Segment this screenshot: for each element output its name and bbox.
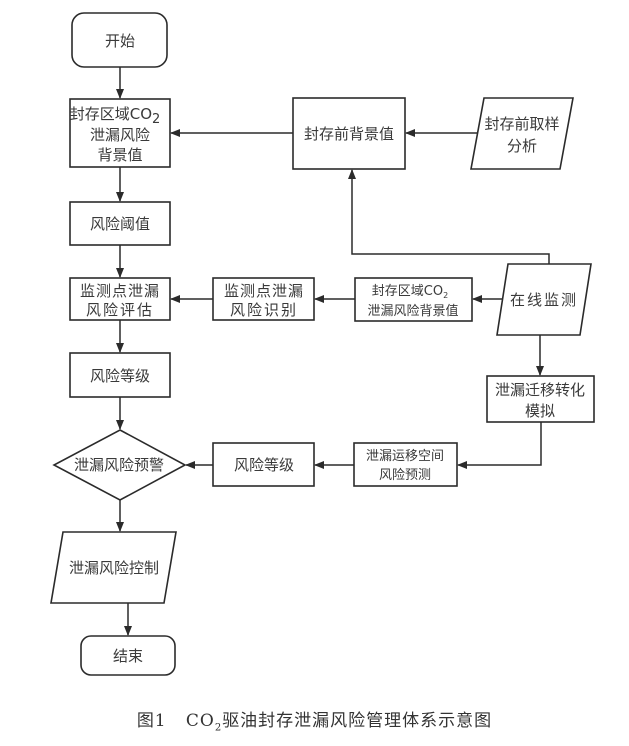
leak-control-parallelogram	[50, 531, 177, 604]
node-online-monitoring: 在线监测	[496, 263, 592, 336]
region-background-box	[69, 98, 171, 168]
risk-level-left-box	[69, 352, 171, 398]
pre-storage-background-label: 封存前背景值	[304, 125, 394, 143]
node-migration-simulation: 泄漏迁移转化 模拟	[486, 375, 595, 423]
migration-simulation-line-2: 模拟	[525, 402, 555, 420]
node-risk-level-middle: 风险等级	[212, 442, 315, 487]
region-background-line-2: 泄漏风险	[90, 126, 150, 144]
risk-assessment-line-2: 风险评估	[86, 301, 154, 319]
migration-simulation-line-1: 泄漏迁移转化	[495, 381, 585, 399]
risk-level-left-label: 风险等级	[90, 367, 150, 385]
pre-storage-sampling-line-2: 分析	[507, 137, 537, 155]
spatial-risk-prediction-line-1: 泄漏运移空间	[366, 448, 444, 464]
region-background-2-line-2: 泄漏风险背景值	[367, 303, 458, 319]
node-pre-storage-background: 封存前背景值	[292, 97, 406, 170]
spatial-risk-prediction-line-2: 风险预测	[379, 468, 431, 483]
node-leak-warning: 泄漏风险预警	[52, 429, 187, 501]
caption-text: 驱油封存泄漏风险管理体系示意图	[222, 711, 493, 731]
caption-co: CO	[185, 711, 215, 731]
caption-prefix: 图1	[136, 711, 167, 731]
risk-identification-box	[212, 277, 315, 321]
risk-assessment-line-1: 监测点泄漏	[80, 282, 160, 300]
risk-identification-line-2: 风险识别	[230, 301, 298, 319]
node-end: 结束	[80, 635, 176, 676]
online-monitoring-label: 在线监测	[510, 291, 578, 309]
edge-sim-to-predict	[457, 422, 542, 469]
leak-warning-diamond	[52, 429, 187, 501]
risk-threshold-box	[69, 201, 171, 246]
pre-storage-sampling-line-1: 封存前取样	[484, 115, 559, 133]
figure-caption: 图1 CO2驱油封存泄漏风险管理体系示意图	[0, 706, 629, 733]
risk-identification-line-1: 监测点泄漏	[224, 282, 304, 300]
edge-online-to-pre-bg	[348, 169, 550, 264]
region-background-line-3: 背景值	[97, 146, 142, 164]
node-start: 开始	[71, 12, 168, 68]
node-risk-level-left: 风险等级	[69, 352, 171, 398]
node-risk-threshold: 风险阈值	[69, 201, 171, 246]
online-monitoring-parallelogram	[496, 263, 592, 336]
caption-subscript: 2	[214, 722, 223, 734]
pre-storage-sampling-parallelogram	[470, 97, 574, 170]
leak-warning-label: 泄漏风险预警	[74, 456, 164, 474]
node-region-background: 封存区域CO2 泄漏风险 背景值	[69, 98, 171, 168]
node-leak-control: 泄漏风险控制	[50, 531, 177, 604]
region-background-line-1: 封存区域CO2	[70, 105, 161, 127]
region-background-2-line-1: 封存区域CO2	[372, 284, 448, 300]
spatial-risk-prediction-box	[353, 442, 458, 487]
start-label: 开始	[105, 32, 135, 50]
risk-level-middle-label: 风险等级	[234, 456, 294, 474]
node-region-background-2: 封存区域CO2 泄漏风险背景值	[354, 277, 473, 322]
node-risk-assessment: 监测点泄漏 风险评估	[69, 277, 171, 321]
start-terminator	[71, 12, 168, 68]
migration-simulation-box	[486, 375, 595, 423]
edges	[116, 67, 550, 636]
risk-level-middle-box	[212, 442, 315, 487]
region-background-2-box	[354, 277, 473, 322]
end-label: 结束	[113, 647, 143, 665]
pre-storage-background-box	[292, 97, 406, 170]
end-terminator	[80, 635, 176, 676]
node-risk-identification: 监测点泄漏 风险识别	[212, 277, 315, 321]
leak-control-label: 泄漏风险控制	[69, 559, 159, 577]
node-pre-storage-sampling: 封存前取样 分析	[470, 97, 574, 170]
node-spatial-risk-prediction: 泄漏运移空间 风险预测	[353, 442, 458, 487]
risk-assessment-box	[69, 277, 171, 321]
risk-threshold-label: 风险阈值	[90, 215, 150, 233]
